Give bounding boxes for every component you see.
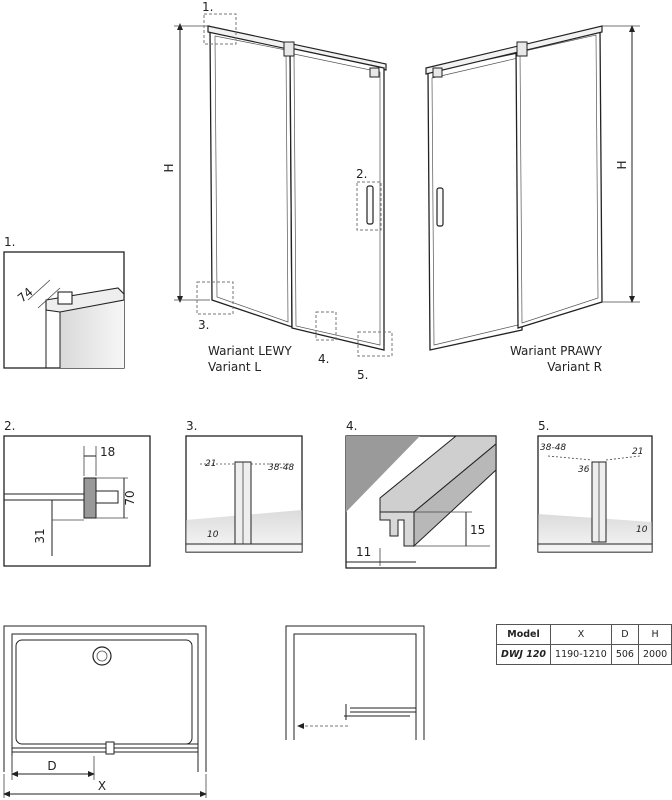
callout-3: 3. <box>198 318 209 332</box>
top-rail-right <box>425 25 603 75</box>
variant-left-line1: Wariant LEWY <box>208 344 292 358</box>
right-door-view: H Wariant PRAWY Variant R <box>425 25 640 374</box>
drain-icon <box>92 646 112 666</box>
cell-x: 1190-1210 <box>550 644 612 665</box>
plan-dim-d: D <box>47 759 56 773</box>
callout-4: 4. <box>318 352 329 366</box>
detail-4-dim-height: 15 <box>470 523 485 537</box>
height-label-right: H <box>615 160 629 169</box>
callout-1: 1. <box>202 0 213 14</box>
callout-box-2 <box>356 181 382 231</box>
detail-3-dim-a: 21 <box>205 459 216 469</box>
detail-4-dim-width: 11 <box>356 545 371 559</box>
detail-2-dim-height: 70 <box>123 490 137 505</box>
fixed-glass-panel-right <box>515 29 603 329</box>
technical-drawing: H 1. 2. 3. 4. 5. Wariant LEWY Variant L <box>2 0 653 798</box>
spec-table: Model X D H DWJ 120 1190-1210 506 2000 <box>495 624 672 665</box>
detail-3-dim-c: 10 <box>207 530 219 540</box>
detail-1: 1. 74 <box>3 235 125 369</box>
detail-5-label: 5. <box>538 419 549 433</box>
detail-4: 4. 15 11 <box>345 419 497 569</box>
detail-2-dim-offset: 31 <box>33 528 47 543</box>
spec-table-header: Model X D H <box>495 624 672 645</box>
detail-5-dim-c: 36 <box>578 465 590 475</box>
detail-5-dim-b: 21 <box>632 447 643 457</box>
plan-dim-x: X <box>98 779 106 793</box>
cell-d: 506 <box>610 644 639 665</box>
header-h: H <box>637 624 672 645</box>
detail-2-label: 2. <box>4 419 15 433</box>
detail-3-dim-b: 38-48 <box>268 463 294 473</box>
callout-2: 2. <box>356 167 367 181</box>
detail-5-dim-a: 38-48 <box>540 443 566 453</box>
detail-4-label: 4. <box>346 419 357 433</box>
detail-5-dim-d: 10 <box>636 525 648 535</box>
left-door-view: H 1. 2. 3. 4. 5. Wariant LEWY Variant L <box>162 0 393 382</box>
header-model: Model <box>495 624 552 645</box>
opening-diagram <box>285 625 425 740</box>
header-x: X <box>550 624 612 645</box>
height-label-left: H <box>162 163 176 172</box>
cell-model: DWJ 120 <box>495 644 552 665</box>
detail-3-label: 3. <box>186 419 197 433</box>
plan-view: D X <box>2 625 207 798</box>
callout-5: 5. <box>357 368 368 382</box>
detail-1-label: 1. <box>4 235 15 249</box>
sliding-glass-door <box>289 47 385 351</box>
header-d: D <box>610 624 639 645</box>
table-row: DWJ 120 1190-1210 506 2000 <box>495 644 672 665</box>
callout-box-5 <box>357 331 393 357</box>
detail-2-dim-width: 18 <box>100 445 115 459</box>
callout-box-3 <box>196 281 234 315</box>
callout-box-1 <box>203 13 237 45</box>
detail-3: 3. 21 38-48 10 <box>185 419 303 553</box>
door-handle <box>366 185 374 225</box>
cell-h: 2000 <box>637 644 672 665</box>
callout-box-4 <box>315 311 337 341</box>
variant-right-line2: Variant R <box>547 360 602 374</box>
variant-left-line2: Variant L <box>208 360 261 374</box>
variant-right-line1: Wariant PRAWY <box>510 344 603 358</box>
detail-5: 5. 38-48 21 36 10 <box>537 419 653 553</box>
door-handle-right <box>436 187 444 227</box>
detail-2: 2. 18 70 31 <box>3 419 151 567</box>
